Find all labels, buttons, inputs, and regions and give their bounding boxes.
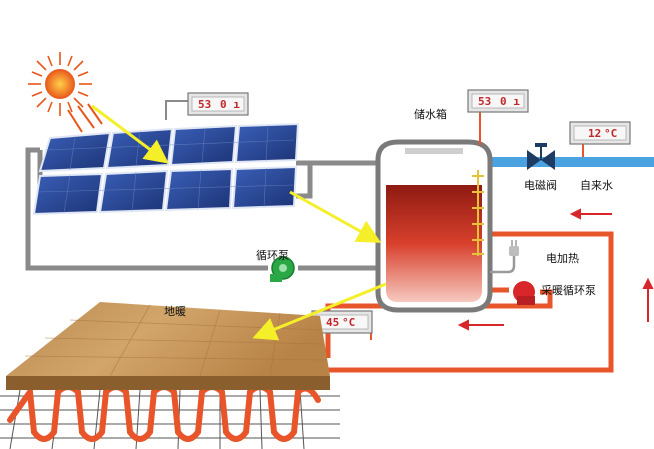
floor-heating-label: 地暖 xyxy=(164,305,186,318)
floor-temp-unit: °C xyxy=(342,316,355,329)
solar-panel-row-top xyxy=(38,122,300,173)
floor-temperature-display: 45 °C xyxy=(311,310,373,340)
energy-flow-arrows xyxy=(91,104,387,341)
floor-heating-coil xyxy=(7,383,321,442)
panel-temp-mark: 0 ı xyxy=(220,98,240,111)
storage-tank xyxy=(375,139,493,313)
circulation-pump-icon xyxy=(270,256,295,282)
solenoid-valve-label: 电磁阀 xyxy=(524,178,557,192)
solar-panel-row-bottom xyxy=(32,165,298,216)
heating-pump-label: 采暖循环泵 xyxy=(541,284,596,297)
tank-temp-mark: 0 ı xyxy=(500,95,520,108)
circulation-pump-label: 循环泵 xyxy=(256,249,289,262)
panel-temp-value: 53 xyxy=(198,98,211,111)
floor-wood-slab xyxy=(6,302,330,390)
heating-pump-icon xyxy=(513,281,535,305)
tap-temp-value: 12 xyxy=(588,127,601,140)
tap-temp-unit: °C xyxy=(604,127,617,140)
panel-temperature-display: 53 0 ı xyxy=(165,92,249,120)
floor-temp-value: 45 xyxy=(326,316,339,329)
tap-water-temperature-display: 12 °C xyxy=(569,121,631,157)
solenoid-valve-icon xyxy=(527,143,555,170)
tank-temperature-display: 53 0 ı xyxy=(467,89,529,145)
electric-heating-label: 电加热 xyxy=(546,252,579,265)
electric-heater-plug-icon xyxy=(490,240,519,274)
tank-label: 储水箱 xyxy=(414,107,447,121)
tank-temp-value: 53 xyxy=(478,95,491,108)
sun-rays xyxy=(67,103,103,133)
sun-icon xyxy=(28,52,92,116)
solar-panels xyxy=(32,122,300,216)
tap-water-label: 自来水 xyxy=(580,179,613,192)
cold-water-pipe xyxy=(461,157,654,174)
flow-direction-arrows xyxy=(457,208,654,331)
